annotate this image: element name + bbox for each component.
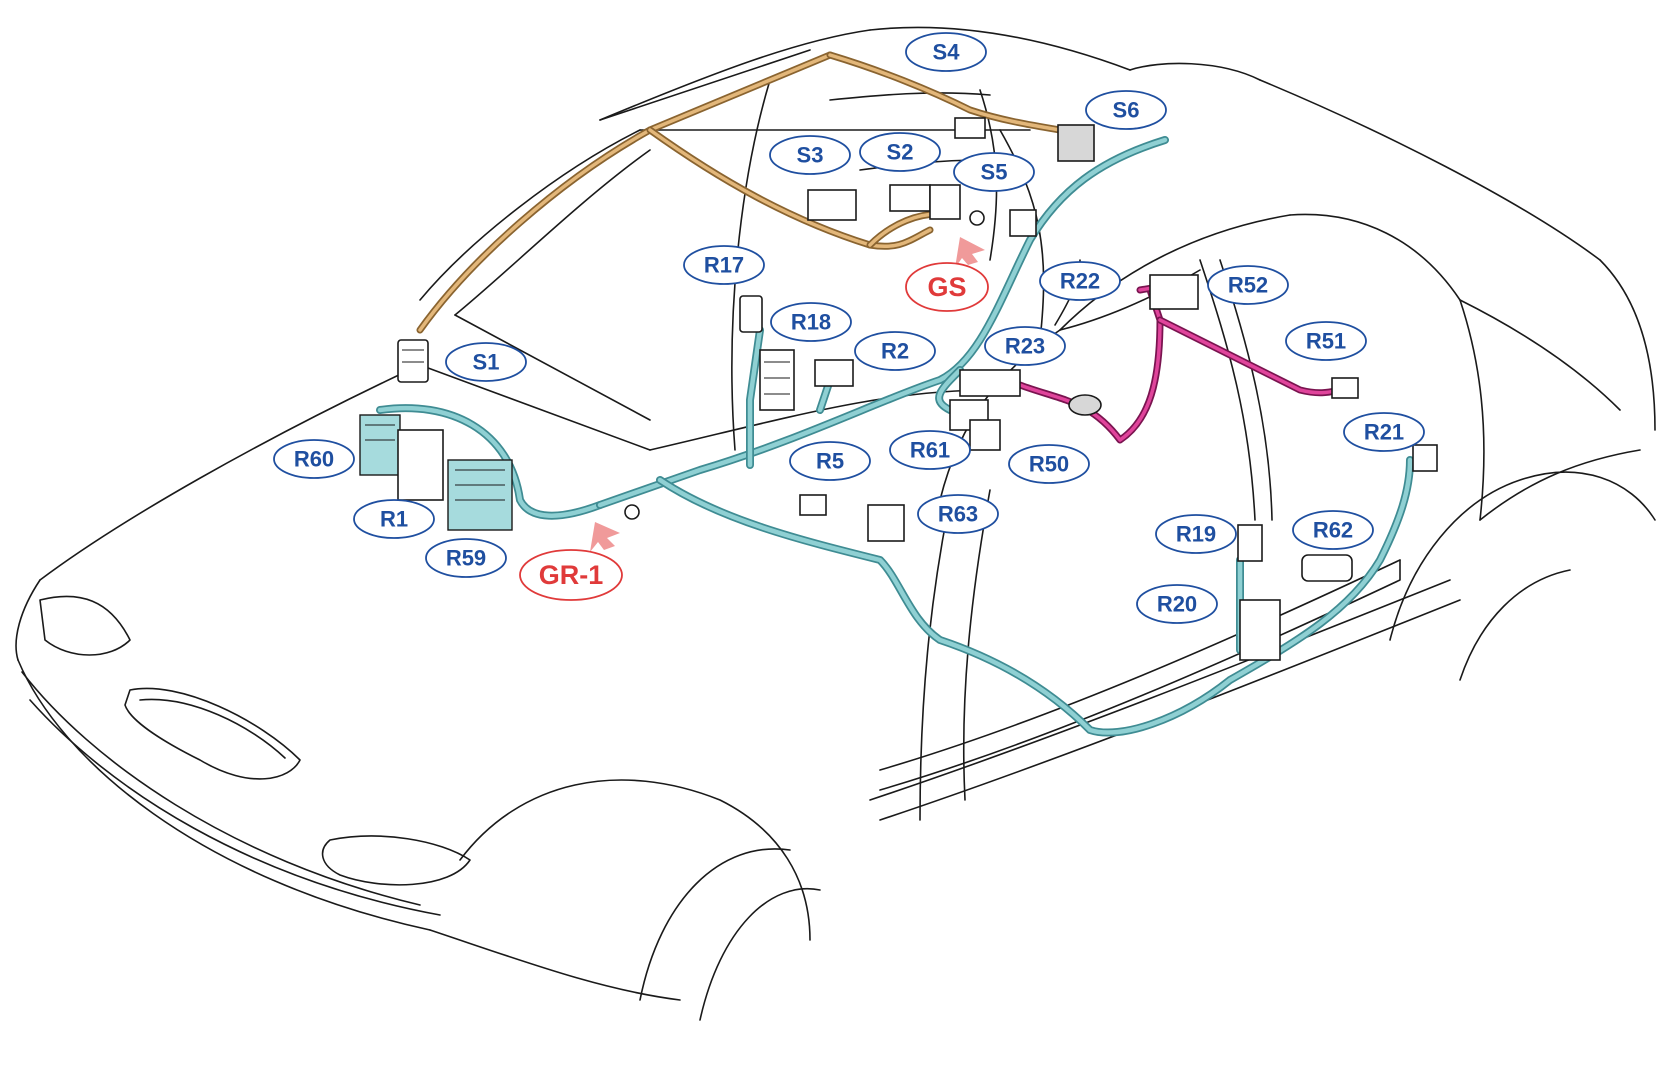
gr1-terminal [624,504,640,520]
label-r21-text: R21 [1364,420,1404,445]
roof-harness [416,51,1064,334]
label-r62: R62 [1292,510,1374,550]
label-r23-text: R23 [1005,334,1045,359]
label-s6: S6 [1085,90,1167,130]
label-s3-text: S3 [797,143,824,168]
label-r22-text: R22 [1060,269,1100,294]
rear-harness [1016,281,1344,444]
label-gr-1-text: GR-1 [539,560,604,590]
label-r61-text: R61 [910,438,950,463]
label-r63: R63 [917,494,999,534]
label-s4-text: S4 [933,40,961,65]
label-r21: R21 [1343,412,1425,452]
label-s5: S5 [953,152,1035,192]
label-s2: S2 [859,132,941,172]
label-r60-text: R60 [294,447,334,472]
label-gs-text: GS [927,272,966,302]
label-s2-text: S2 [887,140,914,165]
label-r5: R5 [789,441,871,481]
label-r19-text: R19 [1176,522,1216,547]
main-harness [376,136,1414,737]
label-s4: S4 [905,32,987,72]
label-r59: R59 [425,538,507,578]
label-r61: R61 [889,430,971,470]
label-r51: R51 [1285,321,1367,361]
label-r19: R19 [1155,514,1237,554]
label-r63-text: R63 [938,502,978,527]
label-r1: R1 [353,499,435,539]
label-r51-text: R51 [1306,329,1346,354]
label-s3: S3 [769,135,851,175]
label-r59-text: R59 [446,546,486,571]
label-r23: R23 [984,326,1066,366]
label-r5-text: R5 [816,449,844,474]
label-s6-text: S6 [1113,98,1140,123]
label-r2: R2 [854,331,936,371]
label-r18: R18 [770,302,852,342]
label-r2-text: R2 [881,339,909,364]
gs-terminal [969,210,985,226]
label-r50: R50 [1008,444,1090,484]
label-s5-text: S5 [981,160,1008,185]
label-r20-text: R20 [1157,592,1197,617]
label-r17: R17 [683,245,765,285]
label-r62-text: R62 [1313,518,1353,543]
label-r18-text: R18 [791,310,831,335]
label-gs: GS [905,262,989,312]
label-r52-text: R52 [1228,273,1268,298]
label-s1-text: S1 [473,350,500,375]
label-s1: S1 [445,342,527,382]
label-r52: R52 [1207,265,1289,305]
label-r1-text: R1 [380,507,408,532]
connectors [359,117,1438,661]
gs-ground-arrow [955,237,985,268]
label-r50-text: R50 [1029,452,1069,477]
car-outline [15,26,1656,1021]
label-r17-text: R17 [704,253,744,278]
label-r20: R20 [1136,584,1218,624]
ground-arrows [590,210,985,552]
gr1-ground-arrow [590,522,620,552]
label-gr-1: GR-1 [519,549,623,601]
label-r22: R22 [1039,261,1121,301]
label-r60: R60 [273,439,355,479]
